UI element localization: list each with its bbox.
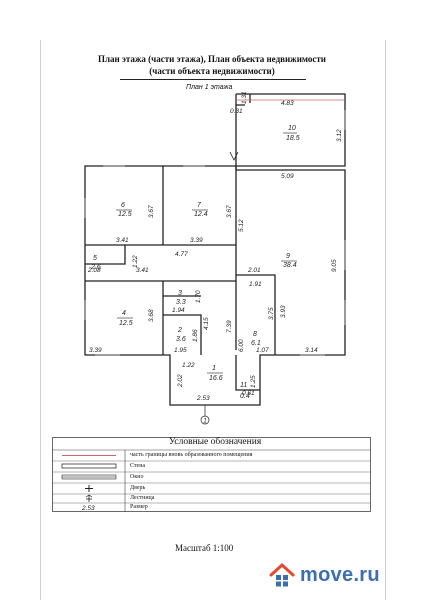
dim-1-91: 1.91 (249, 281, 262, 288)
dim-2-01: 2.01 (247, 267, 261, 274)
dim-7-39: 7.39 (226, 320, 233, 333)
dim-1-31: 1.31 (241, 91, 248, 104)
dim-0-61: 0.61 (242, 390, 255, 397)
dim-3-12: 3.12 (336, 129, 343, 142)
room-1-id: 1 (212, 365, 216, 372)
dim-2-08: 2.08 (87, 267, 101, 274)
dim-4-15: 4.15 (203, 317, 210, 330)
room-6-area: 12.5 (118, 211, 132, 218)
room-7-area: 12.4 (194, 211, 208, 218)
stairs-symbol-icon (85, 494, 93, 502)
dim-3-68: 3.68 (148, 309, 155, 322)
wall-2 (163, 314, 202, 355)
room-9-id: 9 (286, 253, 290, 260)
dim-0-31: 0.31 (230, 108, 243, 115)
wall-11 (235, 355, 260, 391)
entrance-marker: 1 (200, 405, 210, 425)
dim-5-09: 5.09 (281, 173, 294, 180)
legend-size-label: Размер (130, 504, 148, 510)
room-5-area: 2.6 (90, 264, 101, 271)
dim-6-00: 6.00 (238, 339, 245, 352)
wall-symbol (61, 463, 117, 469)
room-11-id: 11 (240, 382, 247, 389)
dim-1-22b: 1.22 (182, 362, 195, 369)
dim-3-93: 3.93 (280, 305, 287, 318)
legend-boundary-label: часть границы вновь образованного помеще… (130, 452, 253, 458)
room-7-id: 7 (197, 202, 202, 209)
room-4-id: 4 (122, 310, 126, 317)
dim-3-67b: 3.67 (226, 205, 233, 218)
dim-5-12: 5.12 (238, 219, 245, 232)
dim-1-95: 1.95 (174, 347, 187, 354)
wall-room-10 (235, 93, 346, 167)
dim-2-53: 2.53 (196, 395, 210, 402)
room-8-area: 6.1 (251, 340, 261, 347)
room-11-area: 0.4 (240, 393, 250, 400)
room-3-area: 3.3 (176, 299, 186, 306)
dim-1-70: 1.70 (195, 290, 202, 303)
room-9-area: 38.4 (283, 262, 297, 269)
dim-1-07: 1.07 (256, 347, 269, 354)
legend-title: Условные обозначения (168, 437, 262, 447)
door-symbol-icon (85, 485, 93, 492)
walls (84, 93, 346, 406)
wall-5 (85, 245, 126, 265)
dim-3-67a: 3.67 (148, 205, 155, 218)
room-10-id: 10 (288, 125, 296, 132)
dim-1-25: 1.25 (250, 375, 257, 388)
room-2-id: 2 (177, 327, 182, 334)
wall-room-10-recess (236, 94, 251, 106)
dim-3-41b: 3.41 (136, 267, 149, 274)
dim-2-02: 2.02 (177, 374, 184, 388)
room-10-area: 18.5 (286, 135, 300, 142)
dim-3-39b: 3.39 (89, 347, 102, 354)
dimension-labels: 0.31 1.31 4.83 3.12 5.09 3.67 3.67 5.12 … (87, 91, 343, 402)
dim-1-94: 1.94 (172, 307, 185, 314)
legend-stairs-label: Лестница (130, 495, 155, 501)
room-4-area: 12.5 (119, 320, 133, 327)
drawing-sheet (40, 40, 386, 600)
dim-3-39a: 3.39 (190, 237, 203, 244)
size-sample-text: 2.53 (81, 505, 95, 512)
move-ru-logo[interactable]: move.ru (268, 560, 380, 590)
entrance-number: 1 (203, 417, 207, 424)
room-5-id: 5 (93, 255, 97, 262)
legend-door-label: Дверь (130, 485, 146, 491)
room-6-id: 6 (121, 202, 125, 209)
room-2-area: 3.6 (176, 336, 186, 343)
legend-table: 2.53 (52, 437, 371, 512)
plan-title-line-2: (части объекта недвижимости) (149, 66, 275, 76)
dim-3-75: 3.75 (268, 307, 275, 320)
scale-label: Масштаб 1:100 (175, 543, 234, 553)
dim-4-83: 4.83 (281, 100, 294, 107)
dim-4-77: 4.77 (175, 251, 188, 258)
dim-3-14: 3.14 (305, 347, 318, 354)
legend-wall-label: Стена (130, 463, 146, 469)
legend-window-label: Окно (130, 474, 144, 480)
house-logo-icon (269, 563, 295, 587)
windows (84, 110, 346, 356)
room-8-id: 8 (253, 331, 257, 338)
logo-text: move.ru (300, 563, 380, 586)
room-3-id: 3 (178, 290, 182, 297)
dim-1-22a: 1.22 (132, 255, 139, 268)
room-1-area: 16.6 (209, 375, 223, 382)
title-underline (120, 79, 306, 80)
plan-title-line-1: План этажа (части этажа), План объекта н… (97, 54, 326, 64)
dim-3-41a: 3.41 (116, 237, 129, 244)
dim-9-05: 9.05 (331, 259, 338, 272)
wall-8 (236, 274, 276, 355)
room-labels: 10 18.5 6 12.5 7 12.4 9 38.4 5 2.6 3 3.3… (90, 125, 300, 400)
floor-label: План 1 этажа (186, 84, 233, 91)
dim-1-86: 1.86 (192, 329, 199, 342)
entry-arrow-icon (229, 151, 239, 161)
